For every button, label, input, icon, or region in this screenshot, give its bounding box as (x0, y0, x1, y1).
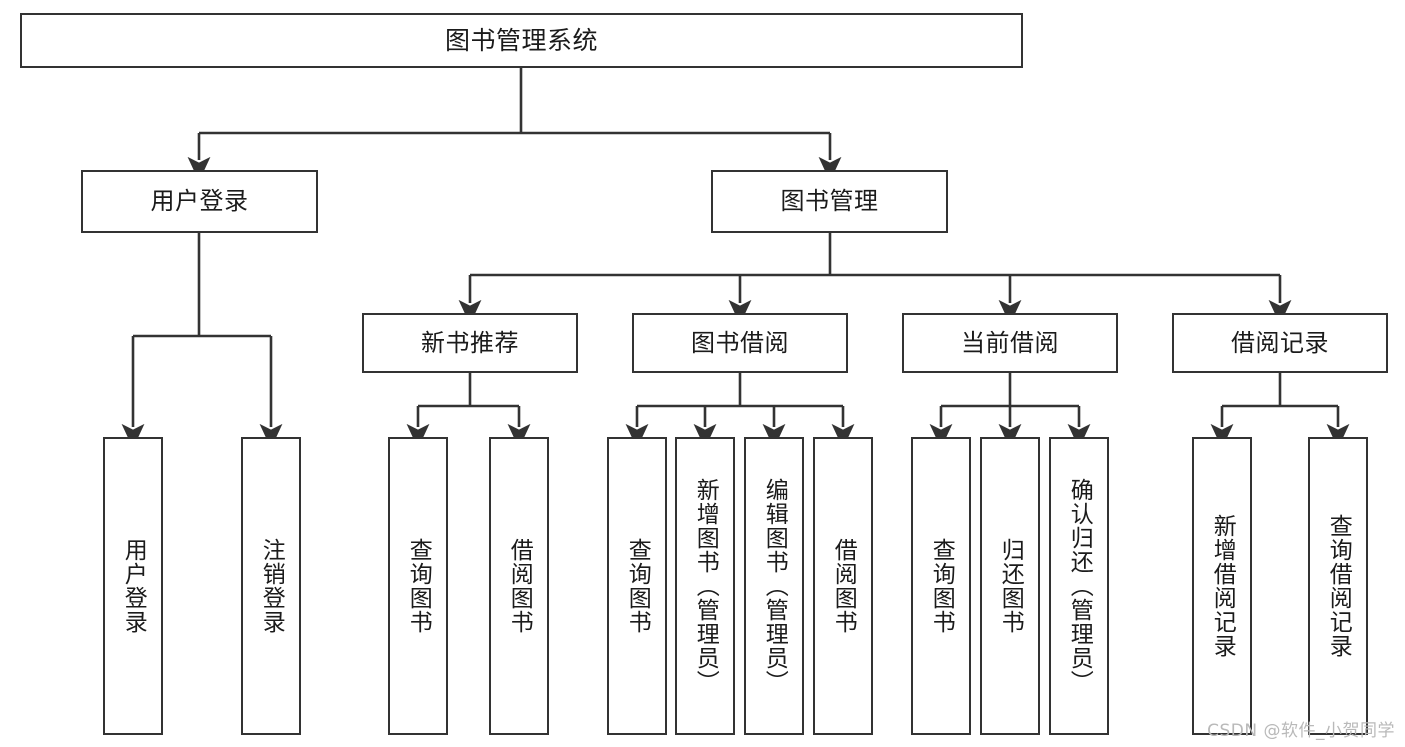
leaf-new-book-query[interactable]: 查询图书 (388, 437, 448, 735)
node-label: 确认归还（管理员） (1066, 478, 1093, 694)
leaf-record-add-record[interactable]: 新增借阅记录 (1192, 437, 1252, 735)
leaf-borrow-add-book-admin[interactable]: 新增图书（管理员） (675, 437, 735, 735)
node-label: 图书管理 (780, 187, 879, 216)
node-label: 新增图书（管理员） (692, 478, 719, 694)
leaf-record-query-record[interactable]: 查询借阅记录 (1308, 437, 1368, 735)
node-current-borrow[interactable]: 当前借阅 (902, 313, 1118, 373)
leaf-borrow-query-book[interactable]: 查询图书 (607, 437, 667, 735)
node-label: 用户登录 (150, 187, 249, 216)
node-label: 查询图书 (624, 538, 651, 634)
leaf-user-login-logout[interactable]: 注销登录 (241, 437, 301, 735)
node-label: 新书推荐 (421, 328, 519, 357)
node-label: 查询借阅记录 (1325, 514, 1352, 658)
node-label: 查询图书 (928, 538, 955, 634)
node-book-management[interactable]: 图书管理 (711, 170, 948, 233)
node-label: 归还图书 (997, 538, 1024, 634)
node-label: 新增借阅记录 (1209, 514, 1236, 658)
node-user-login[interactable]: 用户登录 (81, 170, 318, 233)
leaf-current-confirm-return-admin[interactable]: 确认归还（管理员） (1049, 437, 1109, 735)
watermark-text: CSDN @软件_小贺同学 (1207, 721, 1395, 741)
leaf-user-login-login[interactable]: 用户登录 (103, 437, 163, 735)
leaf-current-query-book[interactable]: 查询图书 (911, 437, 971, 735)
node-book-borrow[interactable]: 图书借阅 (632, 313, 848, 373)
node-label: 图书管理系统 (444, 25, 598, 55)
leaf-borrow-borrow-book[interactable]: 借阅图书 (813, 437, 873, 735)
node-label: 编辑图书（管理员） (761, 478, 788, 694)
node-label: 图书借阅 (691, 328, 789, 357)
node-label: 当前借阅 (961, 328, 1059, 357)
node-label: 借阅图书 (506, 538, 533, 634)
node-root-system[interactable]: 图书管理系统 (20, 13, 1023, 68)
leaf-borrow-edit-book-admin[interactable]: 编辑图书（管理员） (744, 437, 804, 735)
node-label: 查询图书 (405, 538, 432, 634)
node-label: 借阅记录 (1231, 328, 1329, 357)
node-label: 借阅图书 (830, 538, 857, 634)
leaf-current-return-book[interactable]: 归还图书 (980, 437, 1040, 735)
node-new-book-recommend[interactable]: 新书推荐 (362, 313, 578, 373)
node-borrow-record[interactable]: 借阅记录 (1172, 313, 1388, 373)
leaf-new-book-borrow[interactable]: 借阅图书 (489, 437, 549, 735)
node-label: 注销登录 (258, 538, 285, 634)
node-label: 用户登录 (120, 538, 147, 634)
